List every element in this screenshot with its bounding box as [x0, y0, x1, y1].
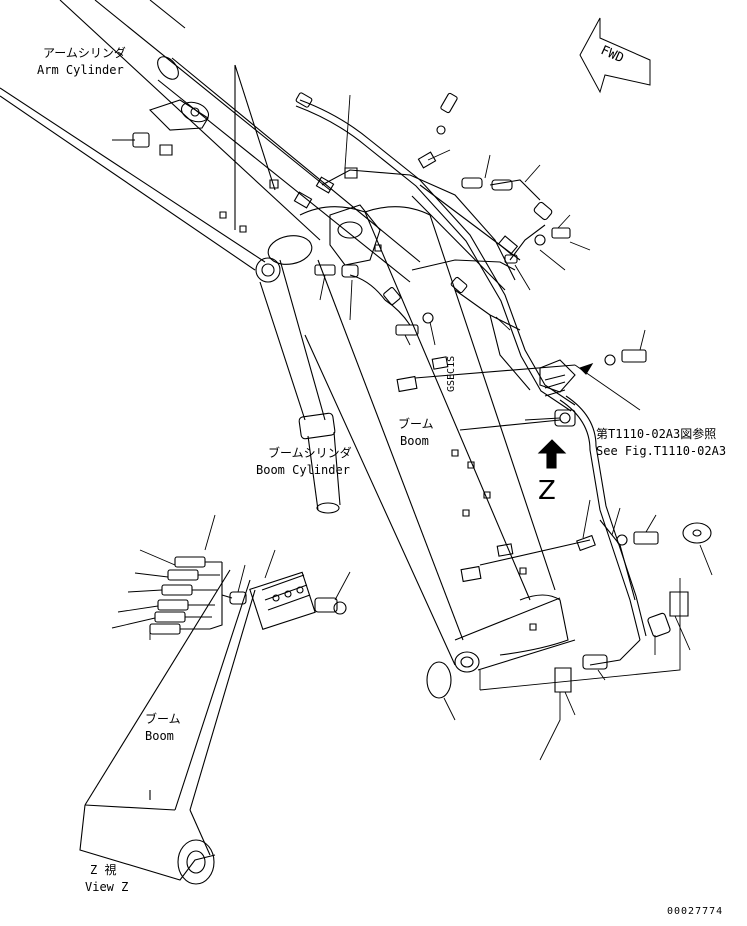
boom-cylinder — [256, 232, 340, 513]
hydraulic-tubes — [296, 100, 646, 665]
view-z-bolts — [150, 557, 232, 634]
leader-lines — [112, 95, 712, 760]
arm-cylinder — [150, 53, 420, 282]
view-z-title-jp: Z 視 — [90, 863, 117, 877]
boom-bracket — [330, 205, 380, 265]
fittings — [133, 92, 711, 698]
reference-label-jp: 第T1110-02A3図参照 — [596, 427, 717, 441]
view-z-leaders — [112, 515, 350, 640]
main-boom — [220, 185, 575, 672]
view-z-boom-label-en: Boom — [145, 729, 174, 743]
z-arrow — [539, 440, 565, 468]
boom-stamp: GSEC1S — [446, 355, 457, 392]
z-view-marker: Z — [538, 476, 556, 506]
fwd-arrow — [580, 18, 650, 92]
reference-label-en: See Fig.T1110-02A3 — [596, 444, 727, 458]
boom-label-en: Boom — [400, 434, 429, 448]
boom-cylinder-label-jp: ブームシリンダ — [268, 446, 352, 460]
harness-lines — [415, 365, 590, 565]
boom-label-jp: ブーム — [398, 417, 434, 431]
arm-cylinder-label-en: Arm Cylinder — [37, 63, 124, 77]
view-z-clamp — [230, 572, 346, 629]
boom-cylinder-label-en: Boom Cylinder — [256, 463, 350, 477]
view-z-boom-label-jp: ブーム — [145, 712, 181, 726]
arm-structure — [0, 0, 330, 270]
view-z-boom — [80, 570, 255, 884]
view-z-title-en: View Z — [85, 880, 129, 894]
drawing-number: 00027774 — [667, 906, 724, 917]
ref-pointer — [580, 364, 592, 374]
arm-cylinder-label-jp: アームシリンダ — [43, 46, 126, 60]
